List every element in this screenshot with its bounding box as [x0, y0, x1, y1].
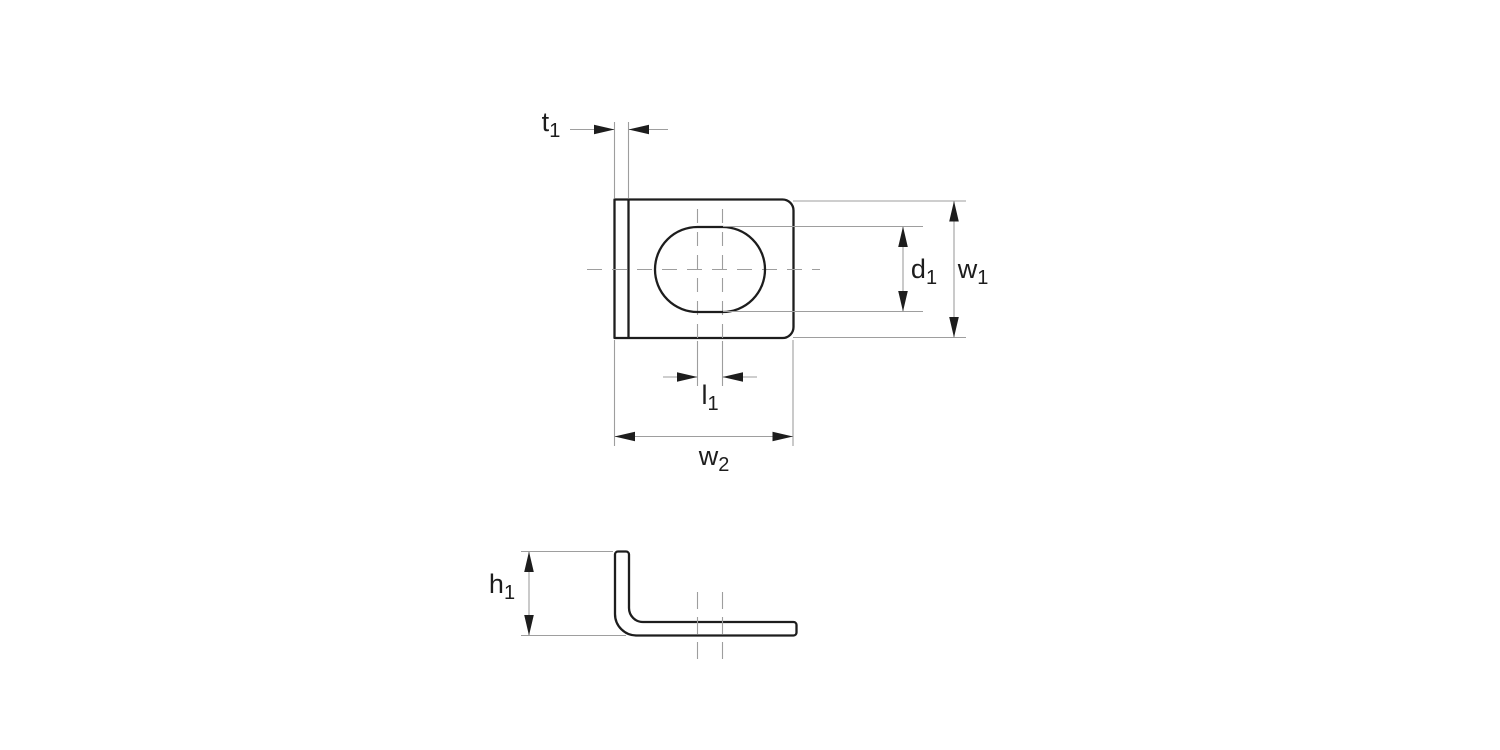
l1-arrowhead-left — [677, 372, 698, 382]
part-edges — [627, 199, 767, 338]
dimension-w2: w2 — [613, 340, 794, 476]
d1-label: d1 — [911, 254, 937, 289]
h1-label: h1 — [489, 569, 515, 604]
top-view-plate-outline — [613, 198, 795, 340]
center-lines — [587, 209, 820, 663]
t1-label: t1 — [542, 107, 561, 142]
w1-label: w1 — [957, 254, 989, 289]
l1-arrowhead-right — [722, 372, 743, 382]
w2-arrowhead-left — [614, 431, 635, 442]
d1-arrowhead-bottom — [898, 291, 908, 312]
dimension-t1: t1 — [542, 107, 668, 198]
dimension-w1: w1 — [793, 200, 989, 339]
slot-hole-outline — [653, 225, 767, 314]
part-bodies — [613, 198, 798, 637]
h1-arrowhead-bottom — [524, 615, 534, 636]
w2-arrowhead-right — [772, 431, 793, 442]
dimension-h1: h1 — [489, 550, 626, 637]
dimension-l1: l1 — [663, 341, 757, 415]
h1-arrowhead-top — [524, 551, 534, 572]
d1-arrowhead-top — [898, 226, 908, 247]
side-view-profile-outline — [613, 550, 798, 637]
w1-arrowhead-top — [949, 201, 959, 222]
t1-arrowhead-left — [594, 124, 615, 135]
l1-label: l1 — [701, 380, 718, 415]
w1-arrowhead-bottom — [949, 317, 959, 338]
dimension-d1: d1 — [723, 225, 937, 313]
t1-arrowhead-right — [628, 124, 649, 135]
w2-label: w2 — [698, 441, 730, 476]
